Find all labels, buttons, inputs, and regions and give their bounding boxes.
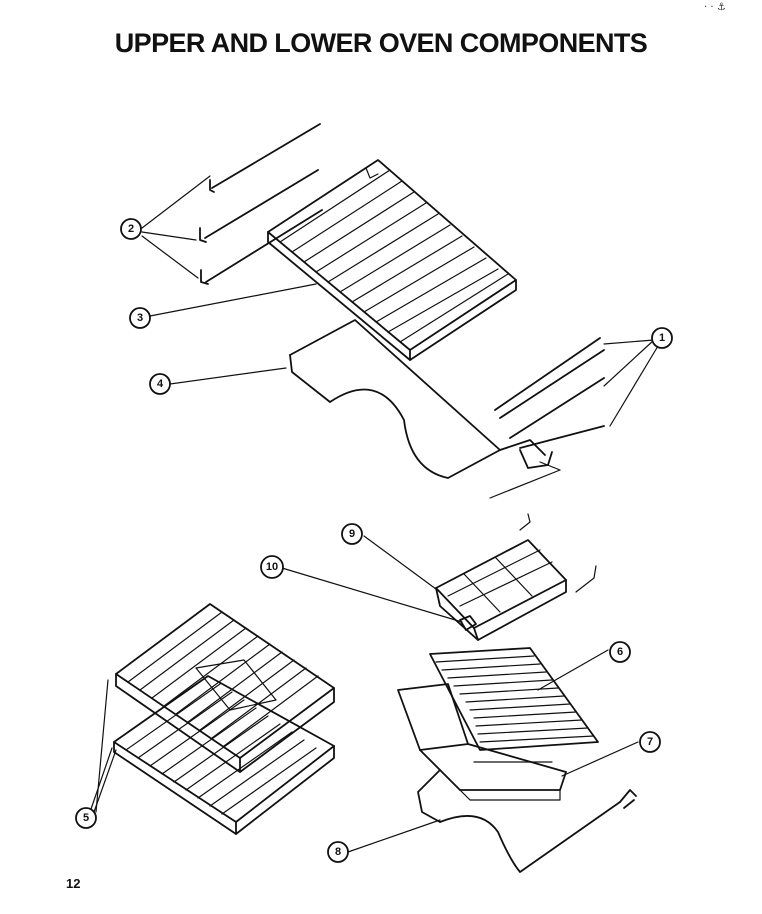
broiler-pan-grid <box>429 647 599 751</box>
lower-bake-element <box>417 769 637 873</box>
callout-3: 3 <box>129 307 151 329</box>
broiler-insert-rack <box>435 513 597 641</box>
page-number: 12 <box>66 876 81 891</box>
svg-text:9: 9 <box>349 528 355 540</box>
svg-text:3: 3 <box>137 312 143 324</box>
callout-8: 8 <box>327 841 349 863</box>
lower-oven-racks <box>113 603 335 835</box>
svg-text:4: 4 <box>157 378 164 390</box>
callout-4: 4 <box>149 373 171 395</box>
callout-9: 9 <box>341 523 363 545</box>
callout-2: 2 <box>120 218 142 240</box>
broiler-clip <box>459 615 477 631</box>
oven-element <box>289 319 605 499</box>
leader-lines <box>89 175 659 853</box>
svg-text:2: 2 <box>128 223 134 235</box>
rack-support-rails <box>199 123 323 285</box>
svg-text:1: 1 <box>659 332 665 344</box>
callout-1: 1 <box>651 327 673 349</box>
upper-oven-rack <box>267 159 517 361</box>
svg-text:7: 7 <box>647 736 653 748</box>
svg-text:5: 5 <box>83 812 89 824</box>
callout-5: 5 <box>75 807 97 829</box>
broiler-pan <box>397 683 567 801</box>
callout-7: 7 <box>639 731 661 753</box>
callout-6: 6 <box>609 641 631 663</box>
scan-mark: · · ⚓ <box>704 2 726 13</box>
svg-text:10: 10 <box>266 561 278 573</box>
callout-10: 10 <box>260 555 284 579</box>
page-title: UPPER AND LOWER OVEN COMPONENTS <box>114 28 648 58</box>
svg-text:8: 8 <box>335 846 341 858</box>
svg-text:6: 6 <box>617 646 623 658</box>
